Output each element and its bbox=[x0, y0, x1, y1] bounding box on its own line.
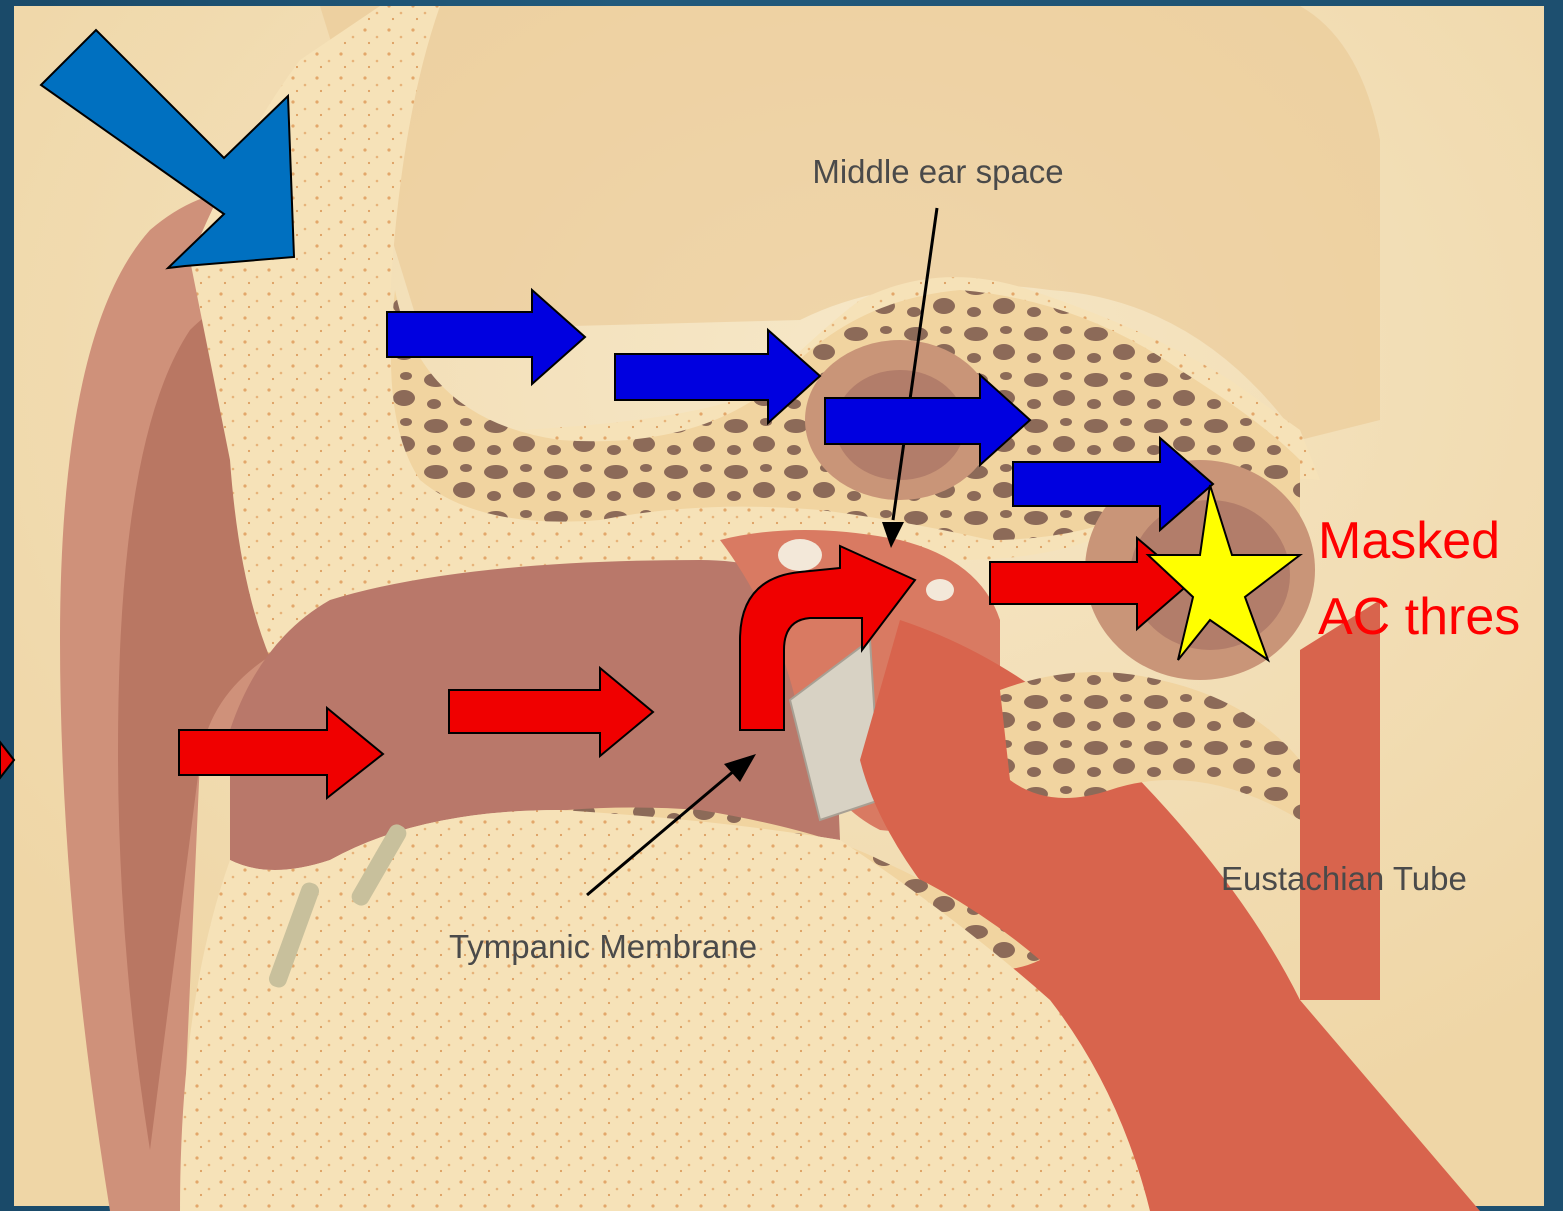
ossicle-malleus bbox=[778, 539, 822, 571]
label-ac-thres: AC thres bbox=[1318, 588, 1520, 646]
label-tympanic-membrane: Tympanic Membrane bbox=[449, 928, 757, 965]
slide-right-edge bbox=[1544, 0, 1563, 1211]
label-eustachian-tube: Eustachian Tube bbox=[1221, 860, 1467, 897]
ossicle-stapes bbox=[926, 579, 954, 601]
air-arrow-partial-icon bbox=[0, 742, 14, 778]
label-middle-ear-space: Middle ear space bbox=[812, 153, 1063, 190]
eustachian-tube-side bbox=[1300, 600, 1380, 1000]
label-masked: Masked bbox=[1318, 512, 1500, 570]
